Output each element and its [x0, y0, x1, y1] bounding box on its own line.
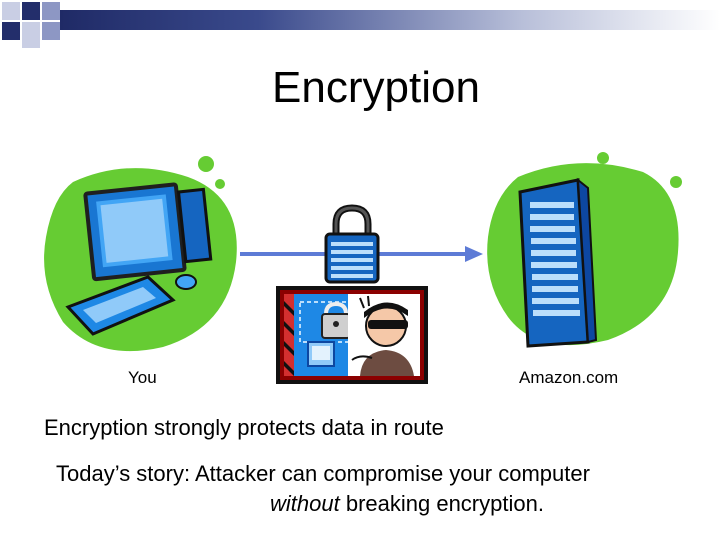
body-line-1: Encryption strongly protects data in rou…: [44, 415, 444, 440]
body-line-3-rest: breaking encryption.: [339, 491, 544, 516]
computer-illustration: [38, 152, 248, 362]
body-line-3-emphasis: without: [270, 491, 340, 516]
desktop-computer-icon: [44, 156, 237, 352]
header-decoration: [0, 0, 720, 50]
body-line-3: without breaking encryption.: [270, 490, 544, 518]
server-illustration: [478, 152, 684, 352]
server-rack-icon: [487, 152, 682, 348]
body-line-2: Today’s story: Attacker can compromise y…: [56, 461, 590, 486]
padlock-icon: [322, 204, 382, 284]
right-caption: Amazon.com: [519, 368, 619, 387]
left-caption: You: [128, 368, 157, 387]
slide-title: Encryption: [272, 63, 480, 112]
hacker-clipart-icon: [276, 286, 428, 384]
header-bar: [60, 10, 720, 30]
attacker-image: [276, 286, 428, 384]
